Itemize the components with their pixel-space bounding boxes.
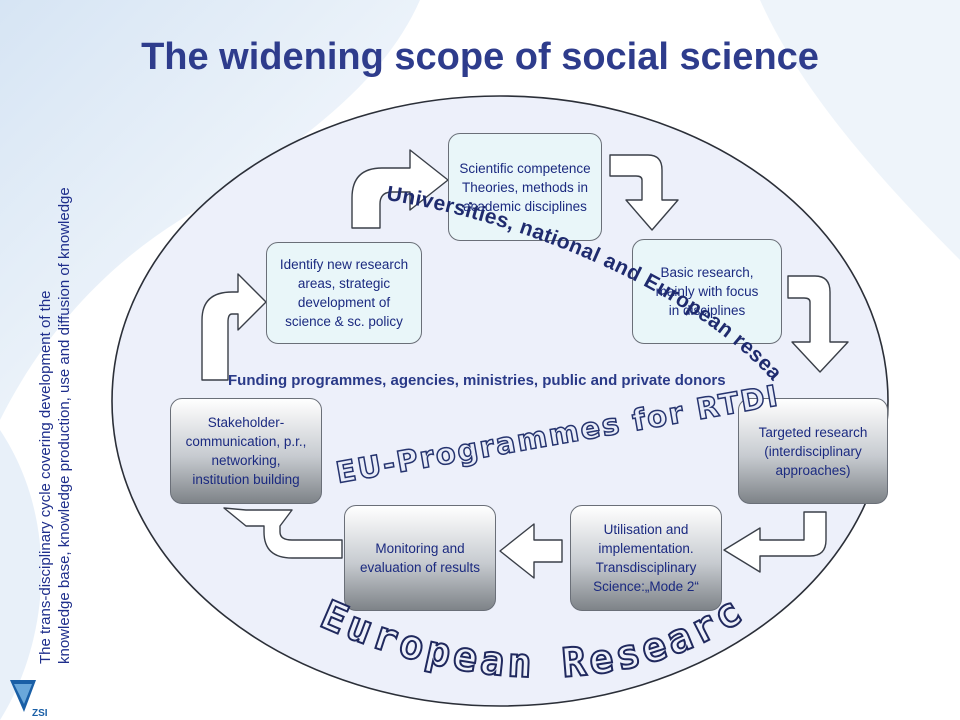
box-line: Stakeholder- [207, 415, 285, 430]
box-monitoring-evaluation: Monitoring and evaluation of results [344, 505, 496, 611]
box-identify-new-research: Identify new research areas, strategic d… [266, 242, 422, 344]
box-line: networking, [211, 453, 281, 468]
box-line: approaches) [775, 462, 851, 478]
funding-label: Funding programmes, agencies, ministries… [228, 372, 726, 389]
box-utilisation-implementation: Utilisation and implementation. Transdis… [570, 505, 722, 611]
box-line: implementation. [598, 541, 694, 556]
box-targeted-research: Targeted research (interdisciplinary app… [738, 398, 888, 504]
box-line: areas, strategic [297, 276, 391, 291]
box-line: Monitoring and [375, 541, 465, 556]
box-line: Theories, methods in [461, 179, 589, 195]
box-line: Targeted research [758, 424, 868, 440]
box-line: in disciplines [668, 303, 746, 318]
box-line: science & sc. policy [285, 314, 403, 329]
box-line: Utilisation and [603, 522, 689, 537]
box-stakeholder-communication: Stakeholder- communication, p.r., networ… [170, 398, 322, 504]
box-line: Science:„Mode 2“ [593, 579, 699, 594]
box-line: communication, p.r., [185, 434, 307, 449]
side-caption: The trans-disciplinary cycle covering de… [36, 84, 74, 664]
box-line: evaluation of results [359, 560, 481, 575]
box-line: Basic research, [660, 265, 754, 280]
box-basic-research: Basic research, mainly with focus in dis… [632, 239, 782, 344]
page-title: The widening scope of social science [141, 36, 819, 78]
box-line: mainly with focus [655, 284, 759, 299]
box-line: (interdisciplinary [764, 443, 862, 459]
box-line: institution building [192, 472, 300, 487]
side-caption-line-2: knowledge base, knowledge production, us… [56, 187, 73, 664]
box-scientific-competence: Scientific competence Theories, methods … [448, 133, 602, 241]
box-line: Transdisciplinary [595, 560, 697, 575]
box-line: development of [297, 295, 391, 310]
side-caption-line-1: The trans-disciplinary cycle covering de… [37, 290, 54, 664]
box-line: Identify new research [279, 257, 409, 272]
box-line: Scientific competence [459, 160, 591, 176]
box-line: academic disciplines [463, 198, 587, 214]
